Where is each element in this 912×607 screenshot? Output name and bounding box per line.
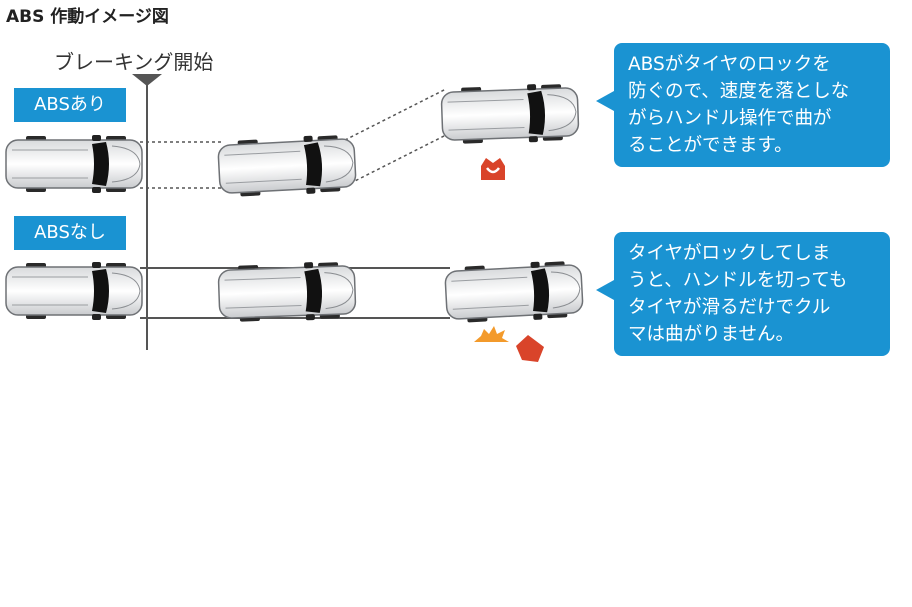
crashed-obstacle-icon [516,335,544,362]
scenario-label-without-abs: ABSなし [14,216,126,250]
scenario-label-with-abs: ABSあり [14,88,126,122]
car-top-view-icon [440,81,580,147]
page-title: ABS 作動イメージ図 [6,7,169,27]
abs-off-description: タイヤがロックしてしま うと、ハンドルを切っても タイヤが滑るだけでクル マは曲… [596,232,890,356]
abs-on-description: ABSがタイヤのロックを 防ぐので、速度を落としな がらハンドル操作で曲が るこ… [596,43,890,167]
obstacle-cone-icon [481,158,505,180]
collision-burst-icon [474,326,509,342]
car-top-view-icon [5,261,143,321]
car-top-view-icon [5,134,143,194]
braking-marker-triangle-icon [132,74,162,86]
car-top-view-icon [443,258,585,326]
braking-start-label: ブレーキング開始 [54,50,214,74]
car-top-view-icon [216,132,358,200]
car-top-view-icon [217,259,357,325]
